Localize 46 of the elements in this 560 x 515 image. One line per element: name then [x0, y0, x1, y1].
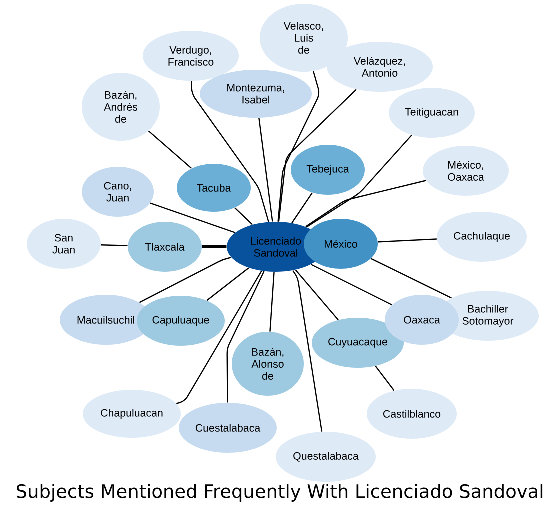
connector-line: [378, 238, 437, 243]
connector-line: [206, 268, 250, 302]
topic-bubble: Bazán, Alonso de: [232, 332, 304, 396]
connector-line: [150, 202, 236, 234]
connector-line: [292, 270, 323, 432]
connector-line: [306, 134, 412, 228]
connector-line: [202, 245, 227, 249]
topic-bubble: México, Oaxaca: [423, 146, 509, 196]
connector-line: [311, 264, 392, 306]
connector-line: [292, 192, 313, 224]
connector-line: [258, 118, 274, 222]
connector-line: [375, 366, 395, 392]
connector-line: [370, 258, 452, 299]
node-label: Velázquez, Antonio: [354, 57, 406, 77]
connector-line: [306, 180, 426, 228]
connector-line: [191, 81, 270, 222]
topic-bubble: Capuluaque: [137, 296, 225, 346]
topic-bubble: Montezuma, Isabel: [200, 70, 312, 118]
topic-bubble: Teitiguacan: [389, 88, 475, 138]
topic-bubble: Questalabaca: [276, 432, 376, 482]
diagram-title: Subjects Mentioned Frequently With Licenciado Sandoval: [17, 484, 543, 502]
topic-bubble: Cano, Juan: [82, 167, 154, 217]
connector-line: [101, 244, 128, 246]
connector-line: [226, 271, 265, 403]
topic-bubble: Tebejuca: [291, 145, 365, 195]
topic-bubble: Tacuba: [177, 164, 251, 212]
topic-bubble: Cuestalabaca: [179, 403, 277, 453]
connector-line: [278, 71, 320, 222]
topic-bubble: Bazán, Andrés de: [82, 73, 160, 141]
topic-bubble: Tlaxcala: [128, 222, 202, 272]
topic-bubble: Cachulaque: [437, 212, 527, 262]
topic-bubble: Verdugo, Francisco: [143, 31, 239, 81]
topic-bubble: San Juan: [27, 219, 101, 269]
connector-line: [139, 257, 232, 304]
connector-line: [234, 208, 254, 226]
connector-line: [278, 89, 357, 222]
connector-line: [176, 270, 262, 404]
connector-line: [295, 270, 339, 320]
topic-bubble: México: [304, 219, 378, 269]
topic-bubble: Castilblanco: [367, 389, 457, 439]
topic-bubble: Velasco, Luis de: [260, 4, 348, 72]
topic-bubble: Chapuluacan: [83, 390, 181, 438]
connector-line: [148, 130, 192, 170]
connector-line: [270, 272, 275, 332]
topic-bubble: Velázquez, Antonio: [327, 42, 433, 92]
topic-bubble: Cuyuacaque: [312, 318, 404, 368]
